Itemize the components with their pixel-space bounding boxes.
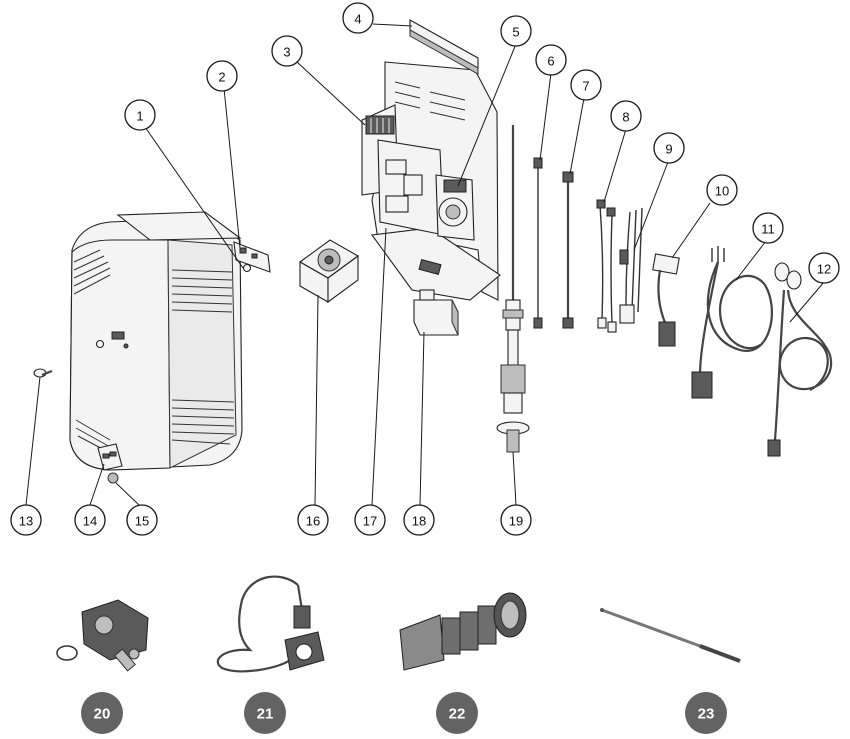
part-7-ribbon-cable [562, 171, 574, 329]
callout-4-label: 4 [354, 12, 361, 27]
part-12-sensor-cable [767, 262, 833, 457]
callout-19-label: 19 [509, 514, 523, 529]
callout-8-label: 8 [622, 110, 629, 125]
part-16-fan [298, 239, 360, 304]
callout-7-label: 7 [582, 79, 589, 94]
badge-20: 20 [81, 692, 123, 734]
housing-ribs [73, 249, 235, 456]
callout-5-label: 5 [512, 25, 519, 40]
callout-16: 16 [297, 504, 329, 536]
callout-6: 6 [535, 44, 567, 76]
part-9-wire-harness [619, 207, 643, 324]
badge-21: 21 [244, 692, 286, 734]
part-18-relay [413, 289, 459, 336]
callout-9-label: 9 [665, 142, 672, 157]
callout-4: 4 [342, 2, 374, 34]
badge-23-label: 23 [698, 706, 715, 723]
callout-7: 7 [570, 69, 602, 101]
part-8-wire-harness [596, 199, 617, 333]
callout-12-label: 12 [817, 262, 831, 277]
part-14-bracket [97, 443, 123, 471]
callout-1: 1 [124, 99, 156, 131]
housing-enclosure [69, 211, 243, 471]
part-22-electrode-cell [399, 592, 527, 671]
badge-22: 22 [436, 692, 478, 734]
part-19-probe [496, 125, 530, 453]
badge-23: 23 [685, 692, 727, 734]
part-13-screw [33, 368, 53, 378]
badge-20-label: 20 [94, 706, 111, 723]
callout-2: 2 [206, 60, 238, 92]
callout-18: 18 [403, 504, 435, 536]
callout-11: 11 [752, 212, 784, 244]
callout-11-label: 11 [761, 222, 775, 237]
callout-10: 10 [706, 174, 738, 206]
housing-display-window [111, 331, 125, 340]
callout-15-label: 15 [135, 514, 149, 529]
part-20-valve [56, 599, 149, 672]
callout-3: 3 [271, 35, 303, 67]
callout-3-label: 3 [283, 45, 290, 60]
part-21-clamp-sensor [216, 575, 325, 673]
callout-5: 5 [500, 15, 532, 47]
housing-button [95, 339, 105, 349]
callout-14-label: 14 [83, 514, 97, 529]
callout-12: 12 [808, 252, 840, 284]
callout-16-label: 16 [306, 514, 320, 529]
callout-1-label: 1 [136, 109, 143, 124]
callout-18-label: 18 [412, 514, 426, 529]
callout-2-label: 2 [218, 70, 225, 85]
callout-17: 17 [354, 504, 386, 536]
callout-14: 14 [74, 504, 106, 536]
callout-6-label: 6 [547, 54, 554, 69]
part-15-nut [107, 472, 119, 484]
leader-lines [25, 23, 825, 506]
part-17-main-board [377, 139, 445, 236]
part-23-rod [600, 608, 741, 663]
badge-21-label: 21 [257, 706, 274, 723]
callout-13: 13 [10, 504, 42, 536]
callout-8: 8 [610, 100, 642, 132]
part-11-power-cord [691, 246, 773, 399]
callout-19: 19 [500, 504, 532, 536]
part-6-cable [533, 157, 543, 329]
callout-9: 9 [653, 132, 685, 164]
callout-15: 15 [126, 504, 158, 536]
callout-13-label: 13 [19, 514, 33, 529]
part-2-display-board [233, 241, 271, 273]
callout-10-label: 10 [715, 184, 729, 199]
part-4-rail [409, 19, 479, 75]
part-10-wire-harness [652, 253, 680, 347]
callout-17-label: 17 [363, 514, 377, 529]
badge-22-label: 22 [449, 706, 466, 723]
part-5-motor-module [435, 174, 475, 241]
